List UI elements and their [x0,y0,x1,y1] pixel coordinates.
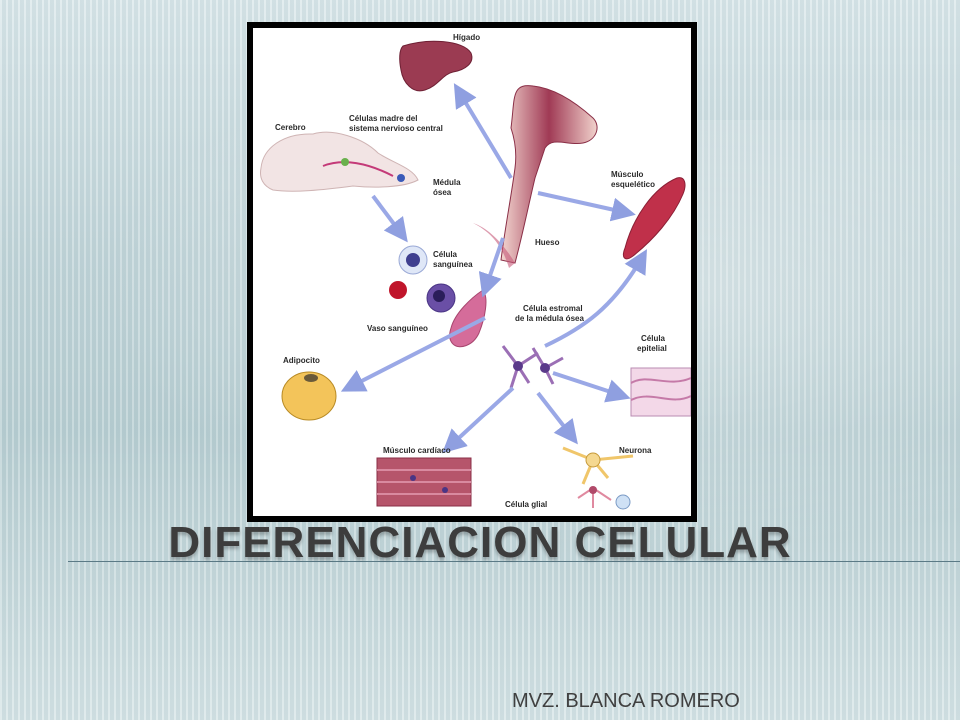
label-cerebro: Cerebro [275,123,306,132]
label-musculo-esqueletico-2: esquelético [611,180,656,189]
label-estromal-2: de la médula ósea [515,314,584,323]
label-estromal-1: Célula estromal [523,304,583,313]
label-adipocito: Adipocito [283,356,320,365]
label-musculo-esqueletico-1: Músculo [611,170,644,179]
cardiac-muscle-illustration [376,457,472,507]
stromal-cells-illustration [501,345,564,389]
bone-illustration [473,85,598,268]
brain-illustration [260,131,419,192]
cell-differentiation-diagram: Hígado Cerebro Células madre del sistema… [253,28,691,516]
label-hueso: Hueso [535,238,560,247]
blood-cells-illustration [389,245,456,313]
neuron-illustration [562,446,634,510]
liver-illustration [399,40,473,92]
title-underline [68,561,960,562]
label-medula-1: Médula [433,178,461,187]
label-musculo-cardiaco: Músculo cardíaco [383,446,451,455]
label-celula-sanguinea-1: Célula [433,250,458,259]
label-celula-epitelial-1: Célula [641,334,666,343]
label-celula-sanguinea-2: sanguínea [433,260,473,269]
slide-subtitle: MVZ. BLANCA ROMERO [512,690,740,712]
label-celulas-madre-1: Células madre del [349,114,418,123]
slide-title: DIFERENCIACION CELULAR [168,518,792,567]
epithelial-illustration [630,367,691,417]
skeletal-muscle-illustration [622,177,686,260]
label-vaso-sanguineo: Vaso sanguíneo [367,324,428,333]
diagram-illustration [260,40,691,510]
label-higado: Hígado [453,33,481,42]
label-medula-2: ósea [433,188,452,197]
label-celula-epitelial-2: epitelial [637,344,667,353]
label-celula-glial: Célula glial [505,500,548,509]
adipocyte-illustration [281,371,337,421]
differentiation-arrows [340,83,647,454]
diagram-frame: Hígado Cerebro Células madre del sistema… [247,22,697,522]
label-neurona: Neurona [619,446,652,455]
label-celulas-madre-2: sistema nervioso central [349,124,443,133]
